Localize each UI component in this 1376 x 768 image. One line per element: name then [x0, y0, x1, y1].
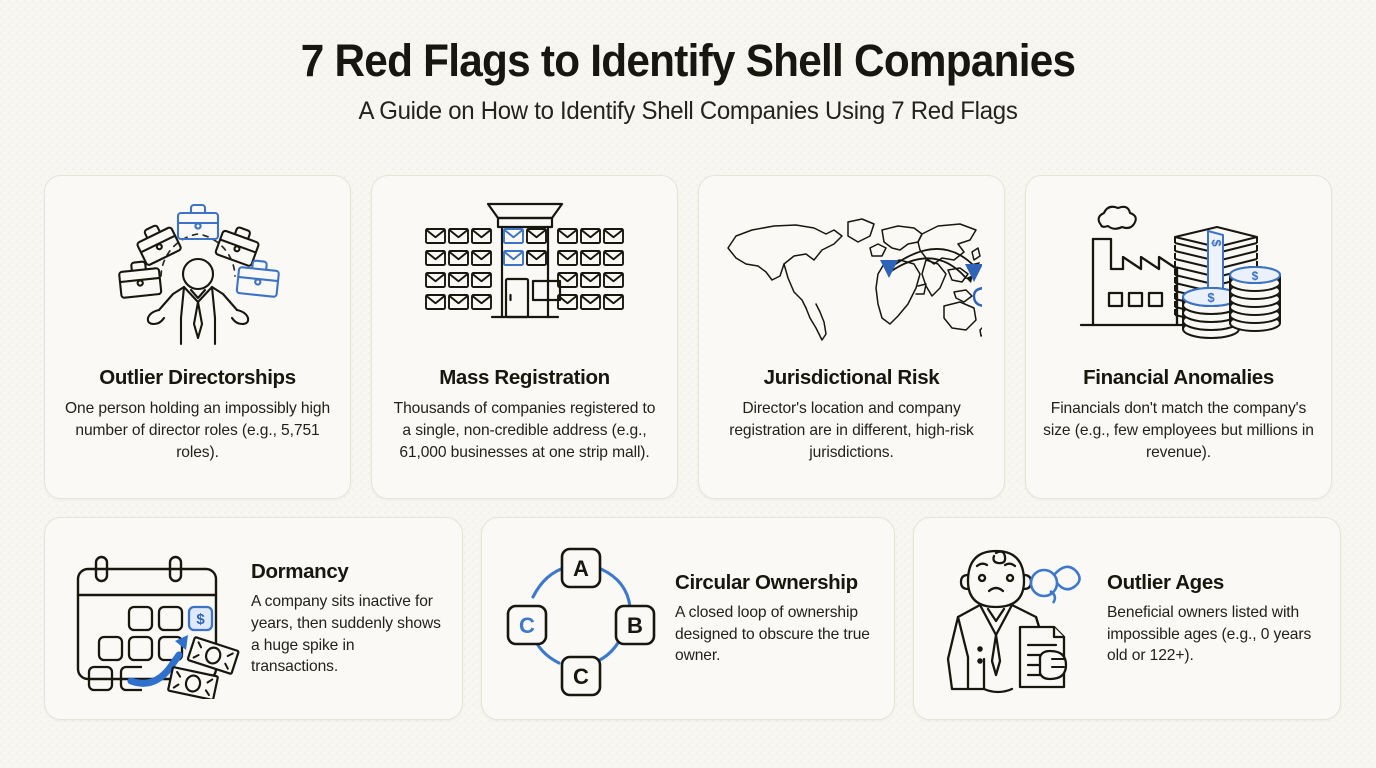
circular-ownership-loop-icon: A B C C — [500, 539, 665, 699]
card-dormancy[interactable]: $ D — [44, 517, 463, 720]
card-body: Financials don't match the company's siz… — [1043, 400, 1314, 462]
factory-with-money-stacks-icon: $ — [1042, 194, 1315, 362]
card-title: Outlier Ages — [1107, 570, 1224, 594]
building-with-mailboxes-icon — [388, 194, 661, 362]
world-map-with-pins-icon — [715, 194, 988, 362]
card-body: A company sits inactive for years, then … — [251, 592, 441, 676]
card-body: Thousands of companies registered to a s… — [393, 400, 656, 462]
node-label-c-bottom: C — [573, 664, 589, 689]
card-outlier-directorships[interactable]: Outlier Directorships One person holding… — [44, 175, 351, 499]
dollar-label: $ — [196, 611, 205, 628]
card-jurisdictional-risk[interactable]: Jurisdictional Risk Director's location … — [698, 175, 1005, 499]
card-title: Outlier Directorships — [99, 366, 296, 389]
baby-in-suit-icon — [932, 539, 1097, 699]
card-body: Beneficial owners listed with impossible… — [1107, 603, 1312, 665]
card-mass-registration[interactable]: Mass Registration Thousands of companies… — [371, 175, 678, 499]
page-subtitle: A Guide on How to Identify Shell Compani… — [358, 97, 1018, 126]
card-text: Dormancy A company sits inactive for yea… — [251, 559, 444, 678]
node-label-c-left: C — [519, 613, 535, 638]
person-juggling-briefcases-icon — [61, 194, 334, 362]
header: 7 Red Flags to Identify Shell Companies … — [0, 0, 1376, 126]
card-title: Jurisdictional Risk — [763, 366, 940, 389]
card-title: Dormancy — [251, 559, 349, 583]
card-title: Circular Ownership — [675, 570, 858, 594]
page-title: 7 Red Flags to Identify Shell Companies — [300, 35, 1076, 86]
card-title: Financial Anomalies — [1083, 366, 1274, 389]
card-row-top: Outlier Directorships One person holding… — [44, 175, 1332, 499]
card-body: A closed loop of ownership designed to o… — [675, 603, 870, 665]
dollar-label: $ — [1209, 239, 1224, 247]
card-text: Circular Ownership A closed loop of owne… — [675, 570, 876, 667]
card-text: Outlier Ages Beneficial owners listed wi… — [1107, 570, 1322, 667]
node-label-b: B — [627, 613, 643, 638]
card-financial-anomalies[interactable]: $ — [1025, 175, 1332, 499]
card-title: Mass Registration — [439, 366, 610, 389]
dollar-label: $ — [1207, 290, 1215, 305]
card-circular-ownership[interactable]: A B C C Circular Ownership A closed loop… — [481, 517, 895, 720]
dollar-label: $ — [1252, 269, 1259, 283]
card-body: Director's location and company registra… — [729, 400, 974, 462]
card-body: One person holding an impossibly high nu… — [64, 400, 331, 462]
node-label-a: A — [573, 556, 589, 581]
calendar-with-money-spike-icon: $ — [63, 539, 241, 699]
card-row-bottom: $ D — [44, 517, 1341, 720]
card-outlier-ages[interactable]: Outlier Ages Beneficial owners listed wi… — [913, 517, 1341, 720]
